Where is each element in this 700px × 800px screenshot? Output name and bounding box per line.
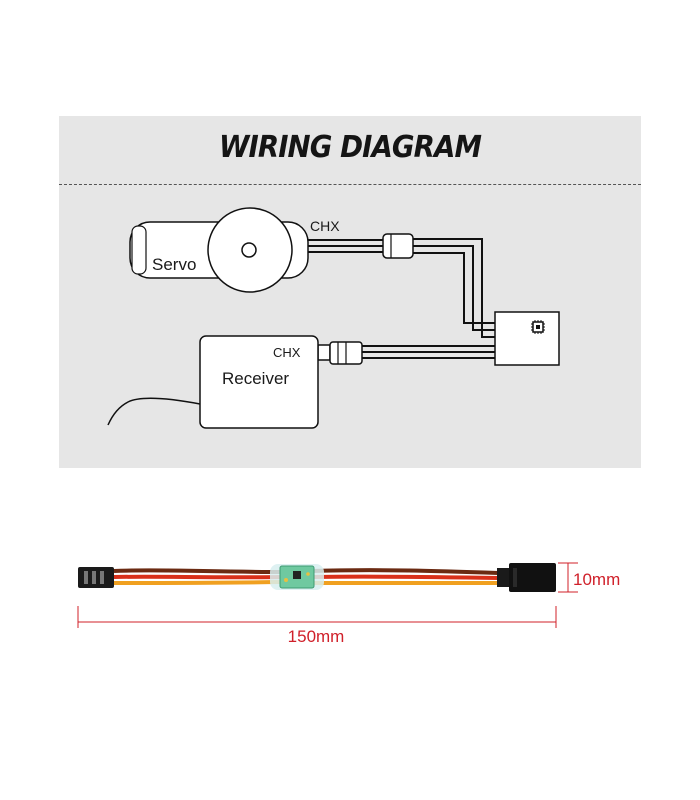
pcb-module [270,564,324,590]
diagram-panel [59,116,641,468]
title-divider [59,184,641,185]
servo-cable [308,238,495,338]
product-cable [78,563,556,592]
servo-channel-label: CHX [310,218,340,234]
chip-icon [531,320,545,334]
length-label: 150mm [288,627,345,646]
length-dimension [77,606,557,628]
male-connector [78,567,114,588]
female-connector [497,563,556,592]
receiver-label: Receiver [222,369,289,388]
receiver-connector [317,341,363,365]
controller-module [494,311,560,366]
height-label: 10mm [573,570,620,589]
servo: Servo CHX [129,207,340,293]
receiver: Receiver CHX [107,335,319,429]
height-dimension [558,562,578,593]
receiver-cable [361,345,495,359]
servo-connector [382,233,414,259]
receiver-channel-label: CHX [273,345,301,360]
antenna-wire [107,397,201,426]
diagram-title: WIRING DIAGRAM [219,130,482,165]
servo-label: Servo [152,255,196,274]
